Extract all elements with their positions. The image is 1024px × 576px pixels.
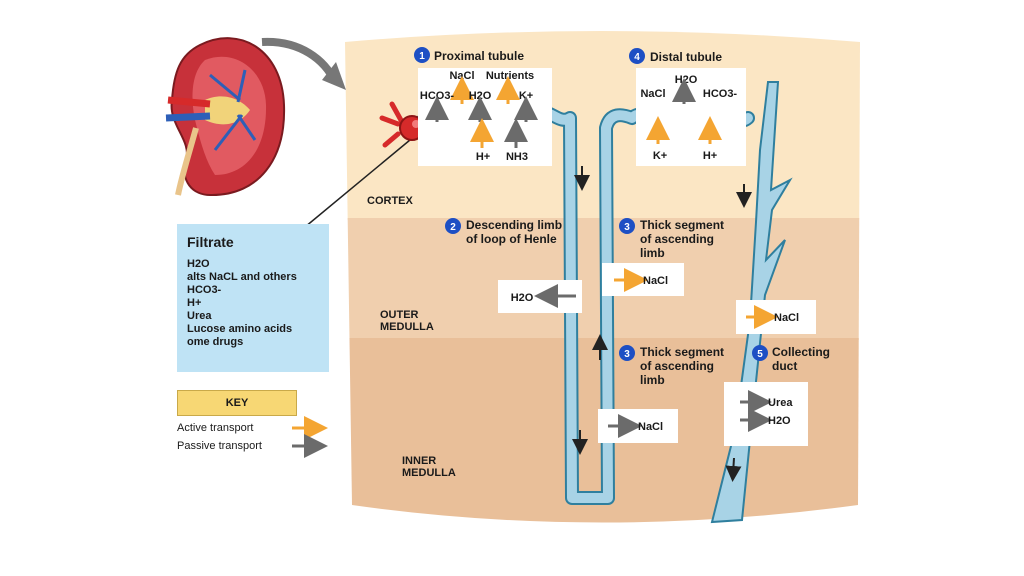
cortex-label: CORTEX <box>367 195 414 207</box>
svg-text:limb: limb <box>640 373 665 387</box>
distal-tubule-callout: 4 Distal tubule <box>629 48 722 64</box>
svg-text:of ascending: of ascending <box>640 232 714 246</box>
proximal-transport-contents: NaCl Nutrients HCO3- H2O K+ H+ NH3 <box>420 70 538 163</box>
key-active-label: Active transport <box>177 422 254 434</box>
svg-text:Nutrients: Nutrients <box>486 70 534 82</box>
filtrate-item: Urea <box>187 310 212 322</box>
filtrate-item: ome drugs <box>187 336 244 348</box>
svg-text:3: 3 <box>624 349 630 360</box>
svg-text:K+: K+ <box>653 150 667 162</box>
flow-arrows <box>572 166 752 482</box>
key-title: KEY <box>177 390 297 416</box>
svg-text:Thick segment: Thick segment <box>640 218 724 232</box>
svg-text:Descending limb: Descending limb <box>466 218 562 232</box>
filtrate-title: Filtrate <box>187 234 234 250</box>
svg-text:NaCl: NaCl <box>449 70 474 82</box>
collecting-urea-label: Urea <box>768 397 793 409</box>
proximal-tubule-label: Proximal tubule <box>434 49 524 63</box>
badge-3-lower <box>619 345 635 361</box>
svg-text:HCO3-: HCO3- <box>420 90 455 102</box>
outer-medulla-label-1: OUTER <box>380 309 419 321</box>
filtrate-item: H+ <box>187 297 202 309</box>
badge-5 <box>752 345 768 361</box>
thick-upper-nacl-label: NaCl <box>643 275 668 287</box>
inner-medulla-label-1: INNER <box>402 455 436 467</box>
collecting-nacl-label: NaCl <box>774 312 799 324</box>
svg-text:H+: H+ <box>476 151 490 163</box>
thick-ascending-lower-callout: 3 Thick segment of ascending limb <box>619 345 724 387</box>
thick-ascending-upper-callout: 3 Thick segment of ascending limb <box>619 218 724 260</box>
svg-text:H2O: H2O <box>675 74 698 86</box>
inner-medulla-label-2: MEDULLA <box>402 467 456 479</box>
svg-text:duct: duct <box>772 359 797 373</box>
zoom-arrow-head <box>322 62 346 90</box>
proximal-tubule-callout: 1 Proximal tubule <box>414 47 524 63</box>
svg-text:2: 2 <box>450 222 456 233</box>
svg-text:NaCl: NaCl <box>640 88 665 100</box>
badge-3-upper <box>619 218 635 234</box>
filtrate-item: H2O <box>187 258 210 270</box>
svg-text:4: 4 <box>634 52 640 63</box>
badge-4 <box>629 48 645 64</box>
svg-text:Thick segment: Thick segment <box>640 345 724 359</box>
filtrate-item: HCO3- <box>187 284 222 296</box>
badge-2 <box>445 218 461 234</box>
svg-text:1: 1 <box>419 51 425 62</box>
kidney-illustration <box>165 37 286 197</box>
key-passive-label: Passive transport <box>177 440 262 452</box>
svg-text:3: 3 <box>624 222 630 233</box>
descending-limb-callout: 2 Descending limb of loop of Henle <box>445 218 562 246</box>
outer-medulla-label-2: MEDULLA <box>380 321 434 333</box>
svg-text:H2O: H2O <box>469 90 492 102</box>
filtrate-item: alts NaCL and others <box>187 271 297 283</box>
svg-text:HCO3-: HCO3- <box>703 88 738 100</box>
distal-transport-contents: H2O NaCl HCO3- K+ H+ <box>640 74 737 162</box>
collecting-h2o-label: H2O <box>768 415 791 427</box>
distal-tubule-label: Distal tubule <box>650 50 722 64</box>
thick-lower-nacl-label: NaCl <box>638 421 663 433</box>
collecting-urea-h2o-box <box>724 382 808 446</box>
svg-text:limb: limb <box>640 246 665 260</box>
svg-text:NH3: NH3 <box>506 151 528 163</box>
badge-1 <box>414 47 430 63</box>
svg-text:Collecting: Collecting <box>772 345 830 359</box>
collecting-duct-callout: 5 Collecting duct <box>752 345 830 373</box>
svg-text:of ascending: of ascending <box>640 359 714 373</box>
svg-text:K+: K+ <box>519 90 533 102</box>
svg-text:5: 5 <box>757 349 763 360</box>
filtrate-connector <box>304 134 417 228</box>
filtrate-item: Lucose amino acids <box>187 323 293 335</box>
svg-text:of loop of Henle: of loop of Henle <box>466 232 557 246</box>
filtrate-panel: Filtrate H2O alts NaCL and others HCO3- … <box>177 224 329 372</box>
svg-text:H+: H+ <box>703 150 717 162</box>
descending-h2o-label: H2O <box>511 292 534 304</box>
